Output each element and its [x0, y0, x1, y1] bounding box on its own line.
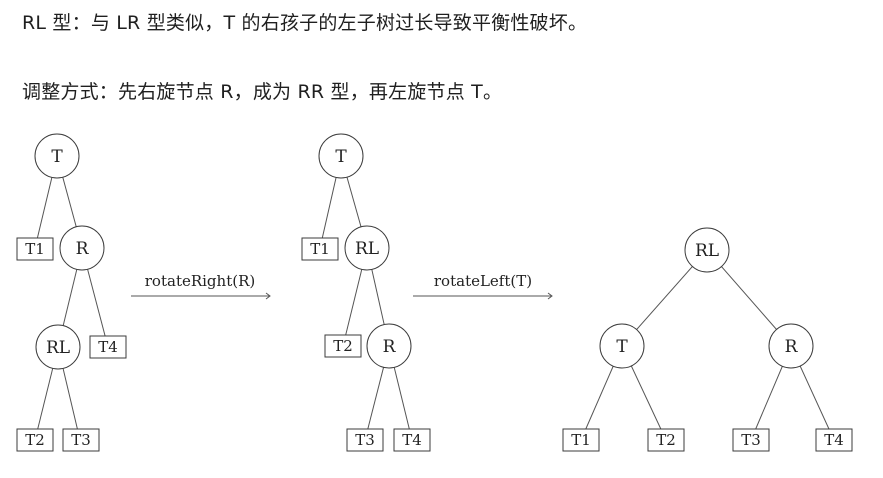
leaf-t2: T2 — [647, 428, 685, 452]
leaf-t2: T2 — [16, 428, 54, 452]
leaf-t3: T3 — [346, 428, 384, 452]
svg-text:R: R — [785, 337, 799, 357]
svg-text:T1: T1 — [25, 240, 45, 258]
svg-text:T: T — [51, 147, 63, 167]
leaf-t4: T4 — [815, 428, 853, 452]
svg-text:T3: T3 — [741, 431, 761, 449]
svg-text:T3: T3 — [71, 431, 91, 449]
svg-text:R: R — [383, 337, 397, 357]
svg-text:RL: RL — [46, 338, 70, 358]
arrow-rotate-left: rotateLeft(T) — [413, 272, 553, 300]
node-r: R — [59, 225, 105, 271]
leaf-t4: T4 — [89, 335, 127, 359]
svg-text:T4: T4 — [98, 338, 118, 356]
leaf-t1: T1 — [16, 237, 54, 261]
tree-after: RL T R T1 T2 T3 T4 — [562, 227, 853, 452]
svg-text:rotateRight(R): rotateRight(R) — [145, 272, 255, 290]
node-t: T — [599, 323, 645, 369]
svg-text:R: R — [76, 239, 90, 259]
svg-text:T: T — [335, 147, 347, 167]
svg-text:T4: T4 — [402, 431, 422, 449]
arrow-rotate-right: rotateRight(R) — [131, 272, 271, 300]
node-rl: RL — [35, 324, 81, 370]
leaf-t3: T3 — [62, 428, 100, 452]
svg-text:T2: T2 — [656, 431, 676, 449]
svg-text:T1: T1 — [310, 240, 330, 258]
node-t: T — [318, 133, 364, 179]
svg-text:T2: T2 — [333, 337, 353, 355]
leaf-t1: T1 — [301, 237, 339, 261]
node-rl: RL — [344, 225, 390, 271]
svg-text:T: T — [616, 337, 628, 357]
node-t: T — [34, 133, 80, 179]
svg-text:T2: T2 — [25, 431, 45, 449]
svg-text:RL: RL — [695, 241, 719, 261]
description-text: RL 型：与 LR 型类似，T 的右孩子的左子树过长导致平衡性破坏。 — [22, 12, 588, 34]
svg-text:T3: T3 — [355, 431, 375, 449]
node-rl: RL — [684, 227, 730, 273]
tree-before: T T1 R RL T4 T2 T3 — [16, 133, 127, 452]
node-r: R — [768, 323, 814, 369]
svg-text:T4: T4 — [824, 431, 844, 449]
arrow-head-icon — [547, 292, 553, 300]
svg-text:RL: RL — [355, 239, 379, 259]
node-r: R — [366, 323, 412, 369]
arrow-head-icon — [265, 292, 271, 300]
leaf-t2: T2 — [324, 334, 362, 358]
leaf-t3: T3 — [732, 428, 770, 452]
svg-text:T1: T1 — [571, 431, 591, 449]
adjustment-text: 调整方式：先右旋节点 R，成为 RR 型，再左旋节点 T。 — [22, 81, 503, 103]
leaf-t1: T1 — [562, 428, 600, 452]
leaf-t4: T4 — [393, 428, 431, 452]
tree-middle: T T1 RL T2 R T3 T4 — [301, 133, 431, 452]
svg-text:rotateLeft(T): rotateLeft(T) — [434, 272, 532, 290]
